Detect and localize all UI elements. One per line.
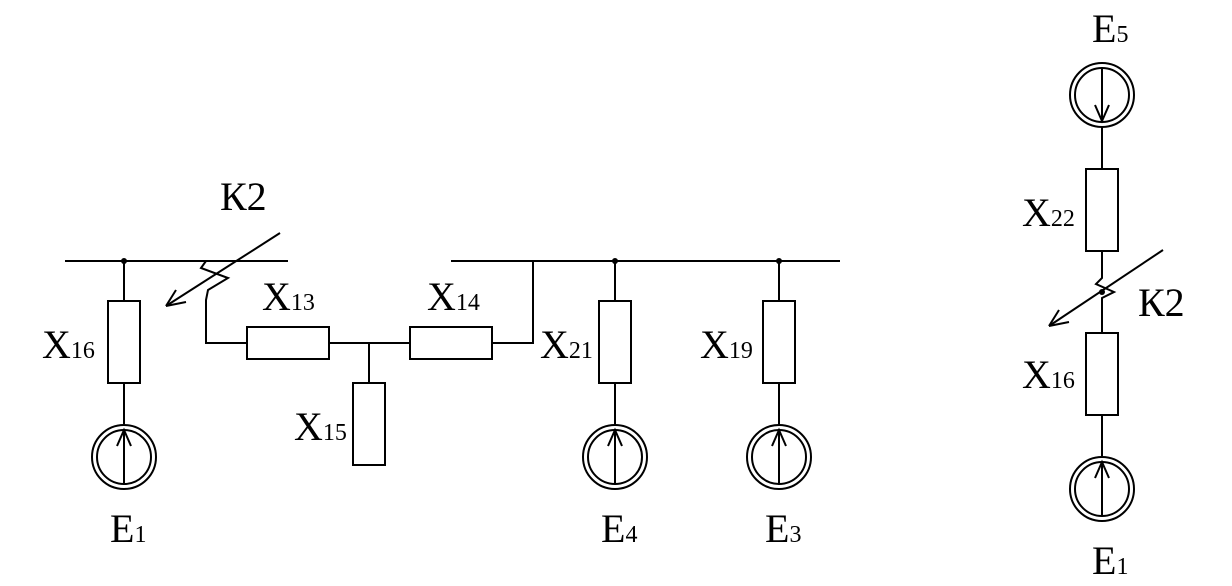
source-e4-arrowhead (607, 427, 623, 447)
right-scheme: E5 X22 К2 X16 E1 (1022, 6, 1185, 583)
label-x21: X21 (540, 322, 593, 367)
right-fault-arrow-head-b (1048, 309, 1060, 327)
source-e5-arrowhead (1094, 104, 1110, 124)
resistor-x16-right (1085, 332, 1119, 416)
resistor-x14 (409, 326, 493, 360)
fault-label-k2: К2 (220, 174, 267, 219)
label-x13: X13 (262, 274, 315, 319)
resistor-x19 (762, 300, 796, 384)
left-scheme: К2 X16 X13 X14 X15 X21 X19 E1 E4 E3 (42, 174, 840, 551)
x14-wire-up (492, 261, 534, 344)
fault-arrow-head-a (165, 301, 187, 307)
label-x15: X15 (294, 404, 347, 449)
source-e1-arrowhead (116, 427, 132, 447)
resistor-x15 (352, 382, 386, 466)
label-x16-right: X16 (1022, 352, 1075, 397)
right-fault-label-k2: К2 (1138, 280, 1185, 325)
resistor-x22 (1085, 168, 1119, 252)
fault-zigzag-k2 (199, 260, 247, 344)
resistor-x16 (107, 300, 141, 384)
resistor-x13 (246, 326, 330, 360)
right-fault-arrow-head-a (1048, 321, 1070, 327)
label-e1-right: E1 (1092, 538, 1128, 583)
label-x19: X19 (700, 322, 753, 367)
resistor-x21 (598, 300, 632, 384)
label-e1: E1 (110, 506, 146, 551)
label-x16: X16 (42, 322, 95, 367)
right-fault-arrow (1048, 249, 1164, 327)
label-e5: E5 (1092, 6, 1128, 51)
label-x14: X14 (427, 274, 480, 319)
fault-arrow-head-b (165, 289, 177, 307)
label-e4: E4 (601, 506, 637, 551)
source-e3-arrowhead (771, 427, 787, 447)
source-e1-right-arrowhead (1094, 459, 1110, 479)
label-x22: X22 (1022, 190, 1075, 235)
label-e3: E3 (765, 506, 801, 551)
fault-arrow-k2 (165, 232, 281, 307)
